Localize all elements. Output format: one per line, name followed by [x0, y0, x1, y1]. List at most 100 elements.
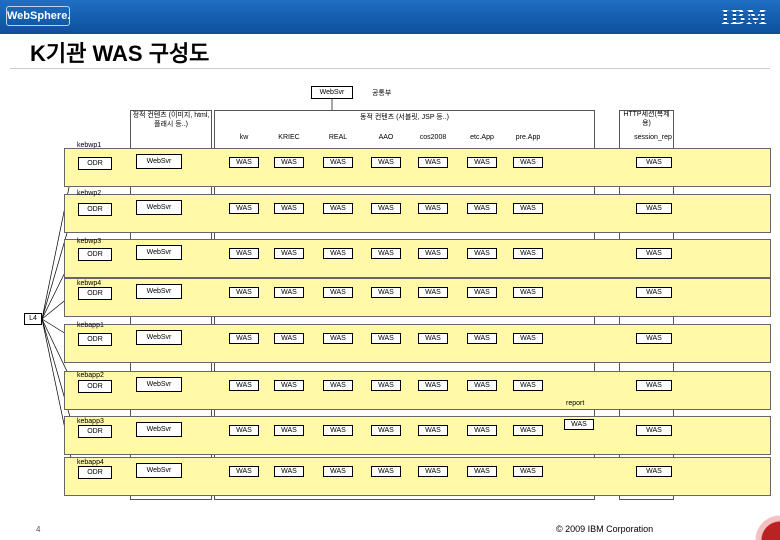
odr-box-kebwp1: ODR [78, 157, 112, 170]
was-box-kebapp1-5: WAS [467, 333, 497, 344]
top-webserver-box: WebSvr [311, 86, 353, 99]
corner-decoration [744, 504, 780, 540]
l4-link-kebwp1 [41, 162, 76, 320]
column-header-2: REAL [328, 134, 348, 141]
was-box-kebwp3-1: WAS [274, 248, 304, 259]
was-box-kebapp4-6: WAS [513, 466, 543, 477]
l4-load-balancer: L4 [24, 313, 42, 325]
was-box-kebwp1-5: WAS [467, 157, 497, 168]
was-box-kebwp1-2: WAS [323, 157, 353, 168]
odr-box-kebapp4: ODR [78, 466, 112, 479]
was-box-kebwp3-6: WAS [513, 248, 543, 259]
was-box-kebapp4-4: WAS [418, 466, 448, 477]
was-box-kebwp1-4: WAS [418, 157, 448, 168]
webserver-box-kebapp1: WebSvr [136, 330, 182, 345]
was-box-kebwp2-7: WAS [636, 203, 672, 214]
was-box-kebwp3-3: WAS [371, 248, 401, 259]
was-box-kebwp2-0: WAS [229, 203, 259, 214]
was-box-kebapp1-0: WAS [229, 333, 259, 344]
was-box-kebwp3-0: WAS [229, 248, 259, 259]
was-box-kebapp2-6: WAS [513, 380, 543, 391]
static-content-label: 정적 컨텐츠 (이미지, html, 플래시 등..) [132, 112, 210, 128]
row-label-kebapp1: kebapp1 [77, 322, 104, 329]
was-box-kebwp1-1: WAS [274, 157, 304, 168]
was-box-kebapp3-0: WAS [229, 425, 259, 436]
was-box-kebwp2-5: WAS [467, 203, 497, 214]
row-label-kebapp3: kebapp3 [77, 418, 104, 425]
was-box-report: WAS [564, 419, 594, 430]
webserver-box-kebwp2: WebSvr [136, 200, 182, 215]
was-box-kebapp1-3: WAS [371, 333, 401, 344]
header-bar: WebSphere. IBM [0, 0, 780, 34]
was-box-kebapp3-6: WAS [513, 425, 543, 436]
was-box-kebwp2-1: WAS [274, 203, 304, 214]
was-box-kebwp4-1: WAS [274, 287, 304, 298]
was-box-kebapp3-2: WAS [323, 425, 353, 436]
webserver-box-kebapp3: WebSvr [136, 422, 182, 437]
was-box-kebapp2-3: WAS [371, 380, 401, 391]
column-header-4: cos2008 [419, 134, 447, 141]
was-box-kebwp2-6: WAS [513, 203, 543, 214]
was-box-kebapp2-4: WAS [418, 380, 448, 391]
was-box-kebapp2-5: WAS [467, 380, 497, 391]
webserver-box-kebapp2: WebSvr [136, 377, 182, 392]
row-label-kebwp2: kebwp2 [77, 190, 102, 197]
column-header-7: session_rep [634, 134, 672, 141]
was-box-kebapp3-4: WAS [418, 425, 448, 436]
footer: 4 © 2009 IBM Corporation [0, 518, 780, 540]
was-box-kebwp1-0: WAS [229, 157, 259, 168]
was-box-kebapp4-7: WAS [636, 466, 672, 477]
row-label-kebapp2: kebapp2 [77, 372, 104, 379]
was-box-kebwp4-3: WAS [371, 287, 401, 298]
copyright: © 2009 IBM Corporation [556, 524, 654, 534]
row-label-kebwp3: kebwp3 [77, 238, 102, 245]
was-box-kebapp2-1: WAS [274, 380, 304, 391]
row-label-kebapp4: kebapp4 [77, 459, 104, 466]
webserver-box-kebwp3: WebSvr [136, 245, 182, 260]
was-box-kebwp1-6: WAS [513, 157, 543, 168]
was-box-kebwp1-7: WAS [636, 157, 672, 168]
was-box-kebwp2-2: WAS [323, 203, 353, 214]
was-box-kebwp4-6: WAS [513, 287, 543, 298]
column-header-3: AAO [378, 134, 394, 141]
webserver-box-kebwp1: WebSvr [136, 154, 182, 169]
was-box-kebapp1-7: WAS [636, 333, 672, 344]
page-number: 4 [36, 525, 41, 534]
was-box-kebapp4-0: WAS [229, 466, 259, 477]
odr-box-kebapp2: ODR [78, 380, 112, 393]
column-header-1: KRIEC [278, 134, 300, 141]
common-label: 공통부 [372, 90, 392, 97]
was-box-kebwp3-4: WAS [418, 248, 448, 259]
was-box-kebwp3-7: WAS [636, 248, 672, 259]
was-box-kebwp2-4: WAS [418, 203, 448, 214]
websphere-logo: WebSphere. [6, 6, 70, 26]
was-box-kebapp3-1: WAS [274, 425, 304, 436]
was-box-kebapp2-7: WAS [636, 380, 672, 391]
was-box-kebwp4-5: WAS [467, 287, 497, 298]
was-box-kebwp4-4: WAS [418, 287, 448, 298]
was-box-kebapp2-0: WAS [229, 380, 259, 391]
was-box-kebapp3-7: WAS [636, 425, 672, 436]
odr-box-kebapp3: ODR [78, 425, 112, 438]
was-box-kebwp2-3: WAS [371, 203, 401, 214]
http-session-label: HTTP세션(복제용) [623, 111, 670, 127]
was-box-kebapp1-1: WAS [274, 333, 304, 344]
was-box-kebapp4-3: WAS [371, 466, 401, 477]
ibm-logo: IBM [721, 4, 768, 29]
dynamic-content-label: 동적 컨텐츠 (서블릿, JSP 등..) [360, 114, 449, 121]
odr-box-kebwp2: ODR [78, 203, 112, 216]
report-label: report [566, 400, 585, 407]
was-box-kebapp4-2: WAS [323, 466, 353, 477]
webserver-box-kebwp4: WebSvr [136, 284, 182, 299]
webserver-box-kebapp4: WebSvr [136, 463, 182, 478]
was-box-kebapp1-6: WAS [513, 333, 543, 344]
row-label-kebwp1: kebwp1 [77, 142, 102, 149]
odr-box-kebapp1: ODR [78, 333, 112, 346]
page-title: K기관 WAS 구성도 [30, 41, 210, 66]
was-box-kebwp3-2: WAS [323, 248, 353, 259]
was-box-kebwp4-7: WAS [636, 287, 672, 298]
was-box-kebapp2-2: WAS [323, 380, 353, 391]
l4-link-kebapp3 [41, 318, 75, 432]
was-box-kebapp1-4: WAS [418, 333, 448, 344]
was-box-kebapp4-5: WAS [467, 466, 497, 477]
